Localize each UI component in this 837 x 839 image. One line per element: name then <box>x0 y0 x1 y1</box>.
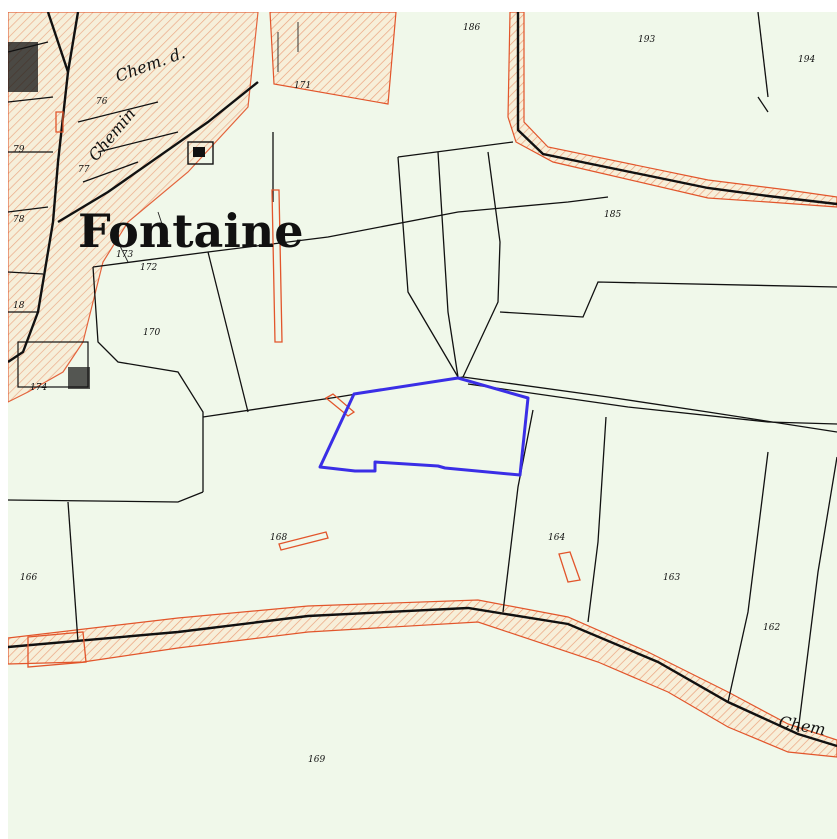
road-bottom <box>8 599 837 758</box>
parcel-labels: 193 194 185 186 171 172 173 170 168 166 … <box>13 23 815 765</box>
parcel-boundaries <box>8 12 837 733</box>
parcel-label: 186 <box>463 23 480 33</box>
hatched-area-top-left <box>8 12 259 403</box>
parcel-label: 76 <box>96 97 108 107</box>
parcel-label: 164 <box>548 533 565 543</box>
parcel-label: 77 <box>78 165 90 175</box>
hatched-area-top-center <box>269 12 397 105</box>
parcel-label: 168 <box>270 533 287 543</box>
selected-parcel-outline[interactable] <box>318 376 530 477</box>
parcel-label: 166 <box>20 573 37 583</box>
settlement-blocks <box>8 12 259 389</box>
parcel-label: 194 <box>798 55 815 65</box>
orange-markers <box>55 111 581 583</box>
parcel-label: 163 <box>663 573 680 583</box>
place-name-label: Fontaine <box>78 204 304 258</box>
parcel-label: 170 <box>143 328 160 338</box>
parcel-label: 173 <box>116 250 133 260</box>
parcel-label: 172 <box>140 263 157 273</box>
parcel-label: 79 <box>13 145 25 155</box>
parcel-label: 171 <box>294 81 311 91</box>
parcel-label: 174 <box>30 383 47 393</box>
parcel-label: 193 <box>638 35 655 45</box>
map-canvas[interactable]: Fontaine Chemin Chem. d. Chem 193 194 18… <box>8 12 837 839</box>
parcel-label: 162 <box>763 623 780 633</box>
parcel-label: 78 <box>13 215 25 225</box>
parcel-label: 169 <box>308 755 325 765</box>
cadastral-map[interactable]: Fontaine Chemin Chem. d. Chem 193 194 18… <box>8 12 837 839</box>
hatched-areas <box>8 12 397 403</box>
road-top-right <box>507 12 837 208</box>
parcel-label: 18 <box>13 301 25 311</box>
parcel-label: 185 <box>604 210 621 220</box>
